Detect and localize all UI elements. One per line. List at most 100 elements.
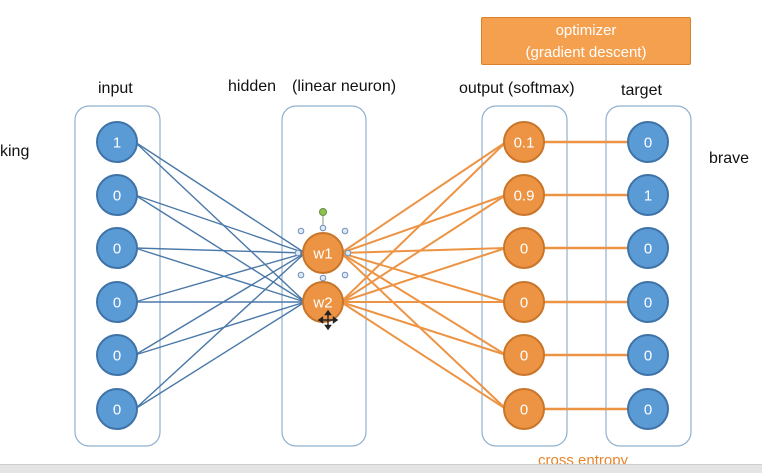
- target-node-circle: [627, 121, 669, 163]
- hidden-output-edge: [340, 252, 507, 410]
- input-hidden-edge: [134, 301, 306, 356]
- output-node-value: 0: [520, 348, 528, 365]
- target-node-circle: [627, 174, 669, 216]
- input-column-box: [74, 105, 161, 447]
- target-label: target: [621, 82, 662, 99]
- hidden-output-edge: [340, 194, 507, 254]
- hidden-output-edge: [340, 141, 507, 303]
- resize-handle[interactable]: [294, 249, 302, 257]
- hidden-output-edge: [340, 252, 507, 303]
- input-node-circle: [96, 174, 138, 216]
- input-label: input: [98, 80, 133, 97]
- input-node-circle: [96, 334, 138, 376]
- resize-handle[interactable]: [341, 227, 349, 235]
- target-node: 1: [627, 174, 669, 216]
- input-node-value: 0: [113, 295, 121, 312]
- input-node-value: 0: [113, 348, 121, 365]
- output-column-box: [481, 105, 568, 447]
- target-word-label: brave: [709, 150, 750, 167]
- target-node-circle: [627, 388, 669, 430]
- output-node-circle: [503, 227, 545, 269]
- hidden-output-edge: [340, 247, 507, 303]
- output-label: output (softmax): [459, 80, 575, 97]
- target-node: 0: [627, 388, 669, 430]
- input-node-circle: [96, 121, 138, 163]
- target-node-circle: [627, 281, 669, 323]
- resize-handle[interactable]: [319, 274, 327, 282]
- output-node: 0: [503, 334, 545, 376]
- input-node: 0: [96, 388, 138, 430]
- target-node-value: 1: [644, 188, 652, 205]
- input-hidden-edge: [134, 141, 306, 254]
- input-hidden-edge: [134, 247, 306, 254]
- output-node-circle: [503, 388, 545, 430]
- target-node-circle: [627, 227, 669, 269]
- output-node: 0: [503, 388, 545, 430]
- hidden-output-edge: [340, 194, 507, 303]
- output-node: 0: [503, 227, 545, 269]
- input-node-value: 1: [113, 135, 121, 152]
- output-node-circle: [503, 121, 545, 163]
- bottom-scrollbar: [0, 464, 762, 473]
- target-column-box: [605, 105, 692, 447]
- input-hidden-edge: [134, 194, 306, 303]
- input-node-value: 0: [113, 402, 121, 419]
- optimizer-box: optimizer (gradient descent): [481, 17, 691, 65]
- hidden-output-edge: [340, 252, 507, 356]
- input-hidden-edge: [134, 252, 306, 356]
- target-node-value: 0: [644, 135, 652, 152]
- hidden-node: w2: [302, 281, 344, 323]
- target-node: 0: [627, 227, 669, 269]
- output-node-circle: [503, 174, 545, 216]
- output-node: 0.9: [503, 174, 545, 216]
- input-hidden-edge: [134, 194, 306, 254]
- input-hidden-edge: [134, 252, 306, 303]
- target-node-value: 0: [644, 402, 652, 419]
- input-hidden-edge: [134, 252, 306, 410]
- hidden-output-edge: [340, 247, 507, 254]
- output-node-value: 0.1: [514, 135, 535, 152]
- hidden-output-edge: [340, 301, 507, 356]
- target-node-value: 0: [644, 348, 652, 365]
- target-node-value: 0: [644, 295, 652, 312]
- hidden-output-edge: [340, 301, 507, 410]
- output-node-circle: [503, 281, 545, 323]
- hidden-type-label: (linear neuron): [292, 78, 397, 95]
- output-node: 0.1: [503, 121, 545, 163]
- resize-handle[interactable]: [344, 249, 352, 257]
- hidden-node: w1: [302, 232, 344, 274]
- optimizer-subtitle: (gradient descent): [525, 44, 647, 61]
- output-node-circle: [503, 334, 545, 376]
- input-word-label: king: [0, 143, 30, 160]
- output-node: 0: [503, 281, 545, 323]
- input-node: 0: [96, 281, 138, 323]
- move-cursor-icon: [317, 309, 339, 331]
- target-node: 0: [627, 121, 669, 163]
- resize-handle[interactable]: [297, 271, 305, 279]
- output-node-value: 0.9: [514, 188, 535, 205]
- input-node: 1: [96, 121, 138, 163]
- target-node: 0: [627, 281, 669, 323]
- input-node: 0: [96, 227, 138, 269]
- hidden-node-value: w1: [312, 246, 332, 263]
- input-node: 0: [96, 334, 138, 376]
- hidden-output-edge: [340, 141, 507, 254]
- input-node-circle: [96, 227, 138, 269]
- input-hidden-edge: [134, 301, 306, 410]
- rotate-handle[interactable]: [319, 208, 327, 216]
- output-node-value: 0: [520, 402, 528, 419]
- target-node-circle: [627, 334, 669, 376]
- resize-handle[interactable]: [319, 224, 327, 232]
- hidden-label: hidden: [228, 78, 277, 95]
- target-node: 0: [627, 334, 669, 376]
- hidden-node-circle: [302, 232, 344, 274]
- hidden-node-value: w2: [312, 295, 332, 312]
- input-node-circle: [96, 281, 138, 323]
- resize-handle[interactable]: [297, 227, 305, 235]
- input-hidden-edge: [134, 141, 306, 303]
- output-node-value: 0: [520, 295, 528, 312]
- input-node-value: 0: [113, 188, 121, 205]
- output-node-value: 0: [520, 241, 528, 258]
- resize-handle[interactable]: [341, 271, 349, 279]
